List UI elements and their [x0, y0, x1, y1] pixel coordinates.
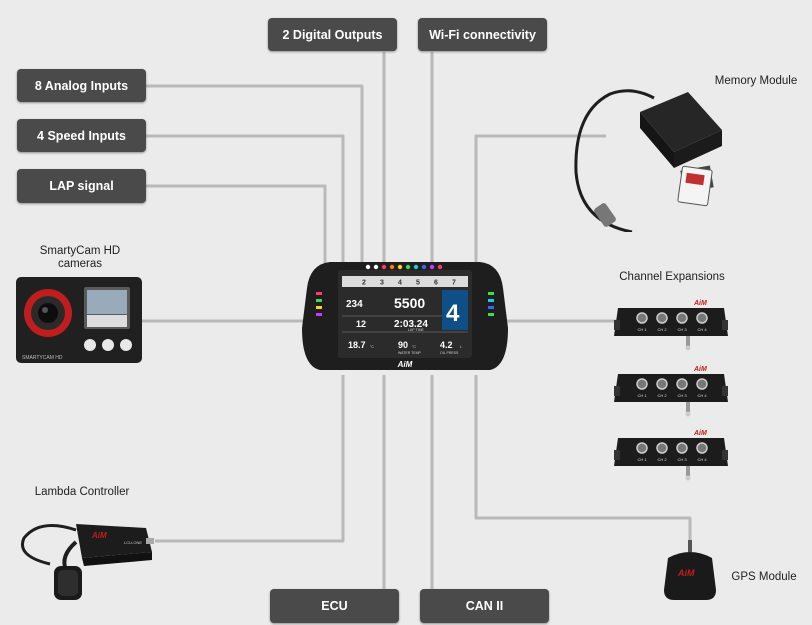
gear-value: 4	[446, 300, 460, 327]
memory-module-device	[574, 89, 722, 232]
digital-outputs-pill: 2 Digital Outputs	[268, 18, 397, 51]
speed-value: 234	[346, 299, 363, 310]
lap-signal-pill: LAP signal	[17, 169, 146, 203]
smartycam-device: SMARTYCAM HD	[16, 277, 142, 363]
fuel-unit: L	[460, 345, 462, 349]
gear-4: 4	[398, 280, 402, 287]
lap-number: 12	[356, 319, 366, 329]
smartycam-label: SmartyCam HD cameras	[39, 245, 121, 270]
temp1-value: 18.7	[348, 340, 366, 350]
side-leds-right	[488, 292, 494, 316]
shift-leds	[365, 264, 443, 270]
gps-module-label: GPS Module	[731, 571, 797, 583]
temp2-value: 90	[398, 340, 408, 350]
channel-expansion-2: CH 1 CH 2 CH 3 CH 4 AiM	[614, 366, 728, 417]
wire-lambda	[155, 375, 345, 543]
channel-expansion-1: CH 1 CH 2 CH 3 CH 4 AiM	[614, 300, 728, 351]
wire-gps	[474, 375, 692, 548]
temp2-unit: °C	[412, 345, 416, 349]
lap-time-label: LAP TIME	[408, 328, 424, 332]
gear-3: 3	[380, 280, 384, 287]
ecu-pill: ECU	[270, 589, 399, 623]
fuel-label: OIL PRESS	[440, 351, 459, 355]
ch2-label: CH 2	[657, 457, 667, 462]
gear-7: 7	[452, 280, 456, 287]
wire-memory-module	[474, 134, 606, 262]
side-leds-left	[316, 292, 322, 316]
dash-brand-logo: AiM	[397, 360, 413, 369]
ch1-label: CH 1	[637, 327, 647, 332]
temp1-unit: °C	[370, 345, 374, 349]
ch3-label: CH 3	[677, 327, 687, 332]
wifi-connectivity-pill: Wi-Fi connectivity	[418, 18, 547, 51]
lambda-controller-device: AiM LCU-ONE	[21, 524, 154, 600]
ch4-label: CH 4	[697, 327, 707, 332]
expansion-3-brand: AiM	[693, 430, 707, 437]
lambda-controller-label: Lambda Controller	[34, 486, 130, 498]
memory-module-label: Memory Module	[714, 75, 798, 87]
lambda-model-text: LCU-ONE	[124, 540, 142, 545]
gear-6: 6	[434, 280, 438, 287]
gear-2: 2	[362, 280, 366, 287]
rpm-value: 5500	[394, 295, 425, 311]
ch1-label: CH 1	[637, 457, 647, 462]
smartycam-device-text: SMARTYCAM HD	[22, 355, 63, 361]
ch3-label: CH 3	[677, 457, 687, 462]
ch2-label: CH 2	[657, 393, 667, 398]
ch1-label: CH 1	[637, 393, 647, 398]
gps-module-device: AiM	[664, 540, 716, 600]
dash-display: 2 3 4 5 6 7 234 5500 4 12 2:03.24 18.7 9…	[302, 262, 508, 370]
channel-expansions-label: Channel Expansions	[619, 271, 725, 283]
temp2-label: WATER TEMP	[398, 351, 422, 355]
lap-time-value: 2:03.24	[394, 319, 428, 330]
ch4-label: CH 4	[697, 457, 707, 462]
expansion-1-brand: AiM	[693, 300, 707, 307]
lambda-brand: AiM	[91, 531, 107, 540]
analog-inputs-pill: 8 Analog Inputs	[17, 69, 146, 102]
expansion-2-brand: AiM	[693, 366, 707, 373]
ch2-label: CH 2	[657, 327, 667, 332]
wire-speed-inputs	[146, 134, 345, 268]
channel-expansion-3: CH 1 CH 2 CH 3 CH 4 AiM	[614, 430, 728, 481]
ch3-label: CH 3	[677, 393, 687, 398]
ch4-label: CH 4	[697, 393, 707, 398]
gps-brand: AiM	[677, 568, 695, 578]
fuel-value: 4.2	[440, 340, 453, 350]
gear-5: 5	[416, 280, 420, 287]
can-pill: CAN II	[420, 589, 549, 623]
wire-analog-inputs	[146, 84, 364, 262]
speed-inputs-pill: 4 Speed Inputs	[17, 119, 146, 152]
wire-lap-signal	[146, 184, 327, 276]
